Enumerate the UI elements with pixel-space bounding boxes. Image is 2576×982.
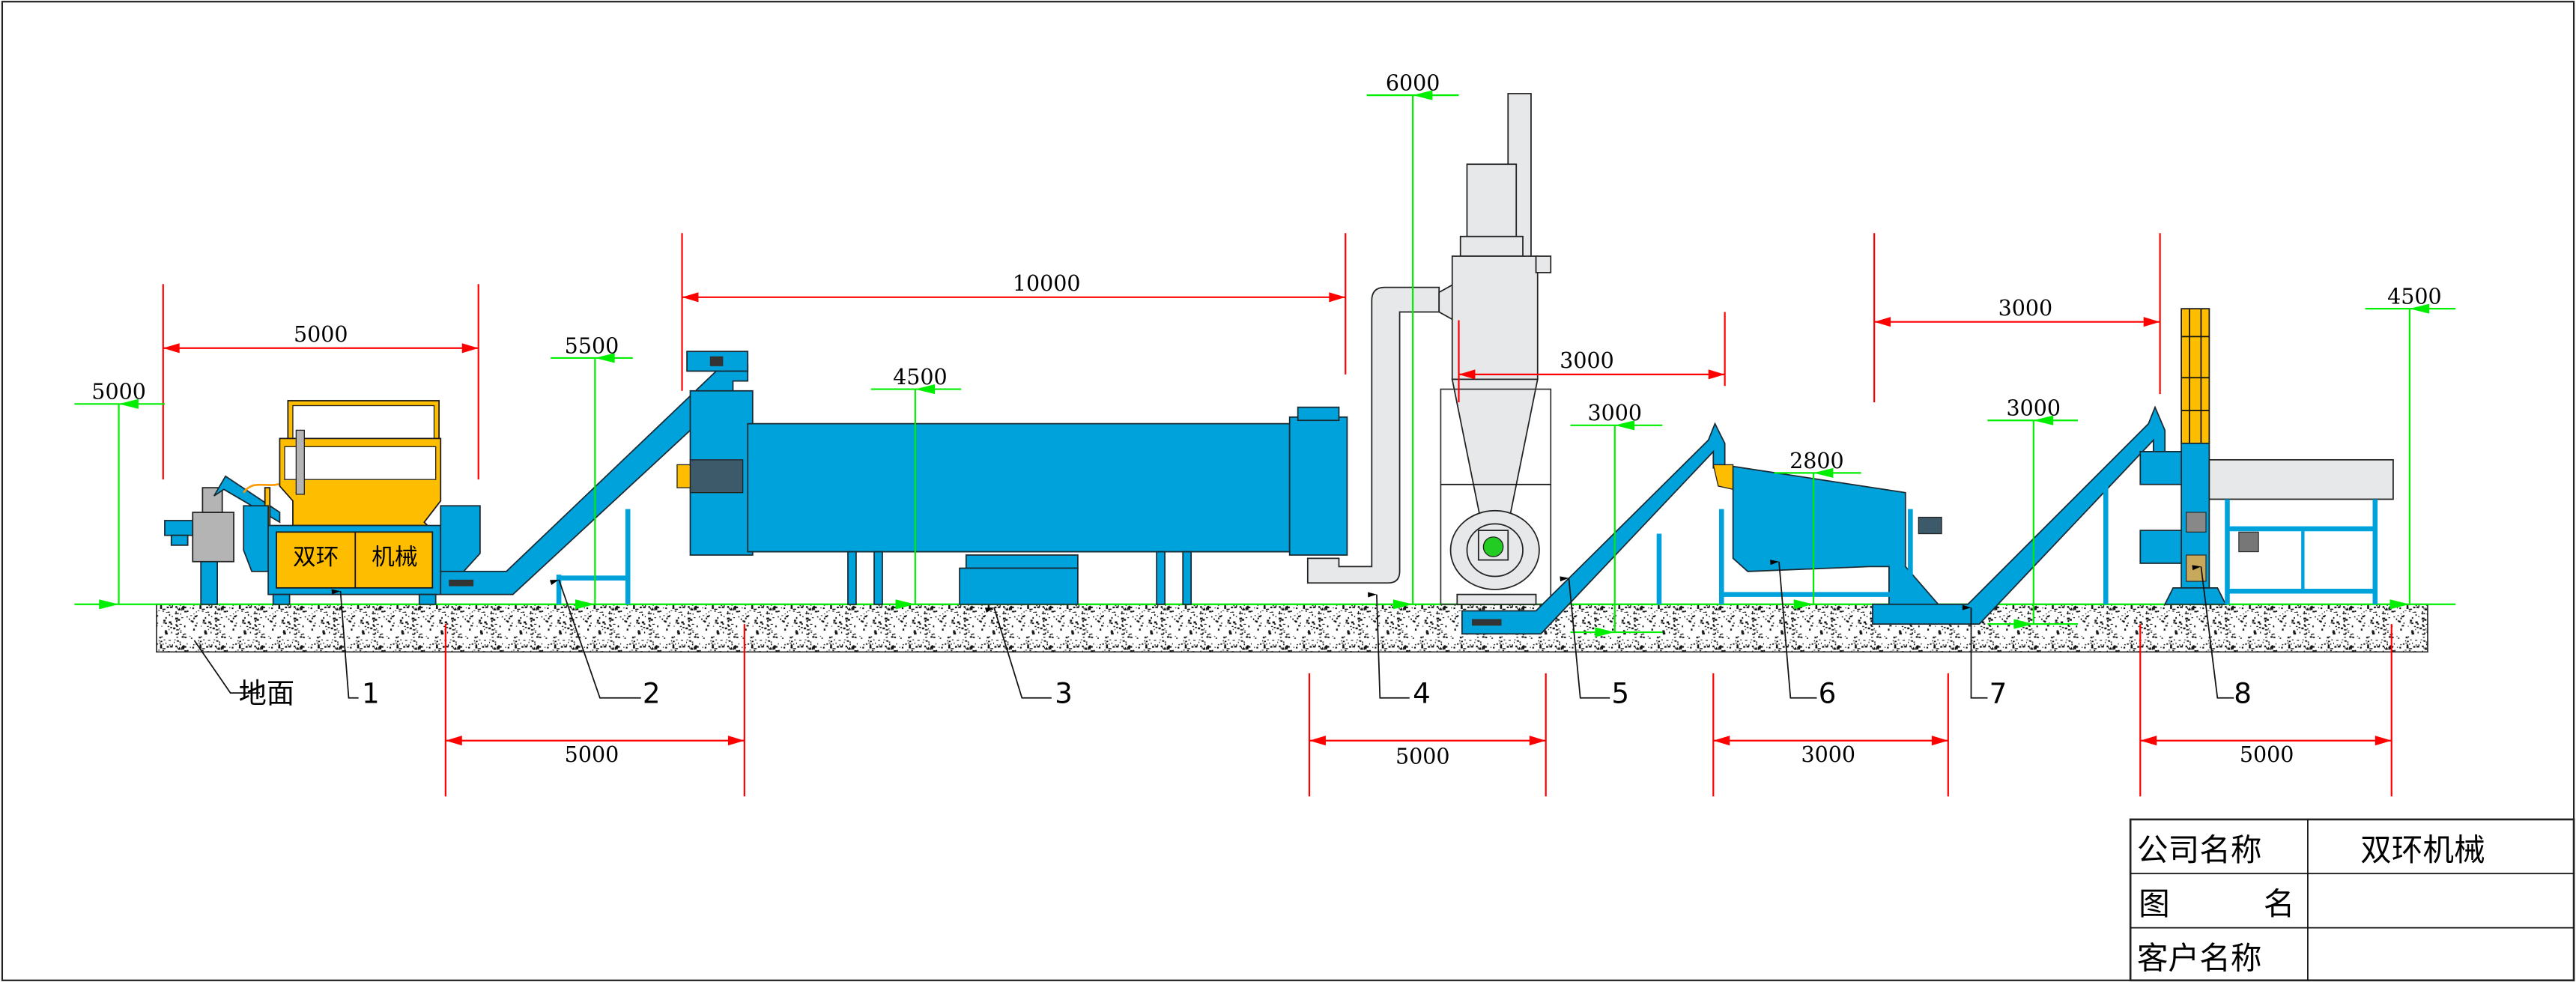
height-5: 3000: [1588, 401, 1643, 425]
height-dimensions: 5000 5500 4500 6000 3000 2800 3000 4500: [74, 71, 2456, 637]
horizontal-dimensions: 5000 10000 3000 3000 5000 5000 3000 5000: [162, 233, 2392, 797]
height-6: 2800: [1789, 449, 1844, 473]
customer-label: 客户名称: [2137, 939, 2262, 976]
drawing-name-label-2: 名: [2264, 885, 2295, 922]
item-leaders: 地面 1 2 3 4 5 6 7 8: [193, 560, 2252, 709]
label-item-3: 3: [1055, 676, 1073, 709]
packing-machine: [2139, 308, 2394, 605]
dim-top-2: 10000: [1013, 271, 1081, 296]
height-8: 4500: [2387, 285, 2442, 309]
dim-bottom-3: 3000: [1801, 742, 1856, 767]
title-block: 公司名称 双环机械 图 名 客户名称: [2129, 818, 2575, 982]
company-label: 公司名称: [2137, 831, 2262, 868]
vibrating-screen: [1712, 464, 1949, 609]
height-7: 3000: [2007, 396, 2061, 421]
rotary-dryer: [676, 390, 1348, 605]
label-item-1: 1: [362, 676, 380, 709]
company-value: 双环机械: [2360, 831, 2485, 868]
label-item-6: 6: [1819, 676, 1837, 709]
dim-top-1: 5000: [294, 322, 348, 347]
height-1: 5000: [91, 380, 146, 404]
drawing-name-label-1: 图: [2139, 885, 2170, 922]
height-2: 5500: [565, 333, 619, 358]
height-3: 4500: [893, 365, 948, 390]
dim-bottom-4: 5000: [2240, 742, 2294, 767]
dim-top-4: 3000: [1998, 296, 2053, 321]
cyclone-separator: [1306, 93, 1552, 605]
brand-right: 机械: [372, 545, 417, 571]
label-item-8: 8: [2234, 676, 2252, 709]
shredder-machine: 双环 机械: [164, 400, 481, 605]
dim-bottom-2: 5000: [1395, 744, 1450, 769]
brand-left: 双环: [293, 545, 339, 571]
label-item-2: 2: [643, 676, 661, 709]
height-4: 6000: [1386, 71, 1440, 96]
dim-top-3: 3000: [1560, 348, 1614, 373]
label-item-7: 7: [1989, 676, 2007, 709]
ground: [74, 603, 2456, 653]
label-item-5: 5: [1611, 676, 1629, 709]
label-item-4: 4: [1413, 676, 1431, 709]
dim-bottom-1: 5000: [565, 742, 619, 767]
label-ground: 地面: [239, 676, 295, 709]
